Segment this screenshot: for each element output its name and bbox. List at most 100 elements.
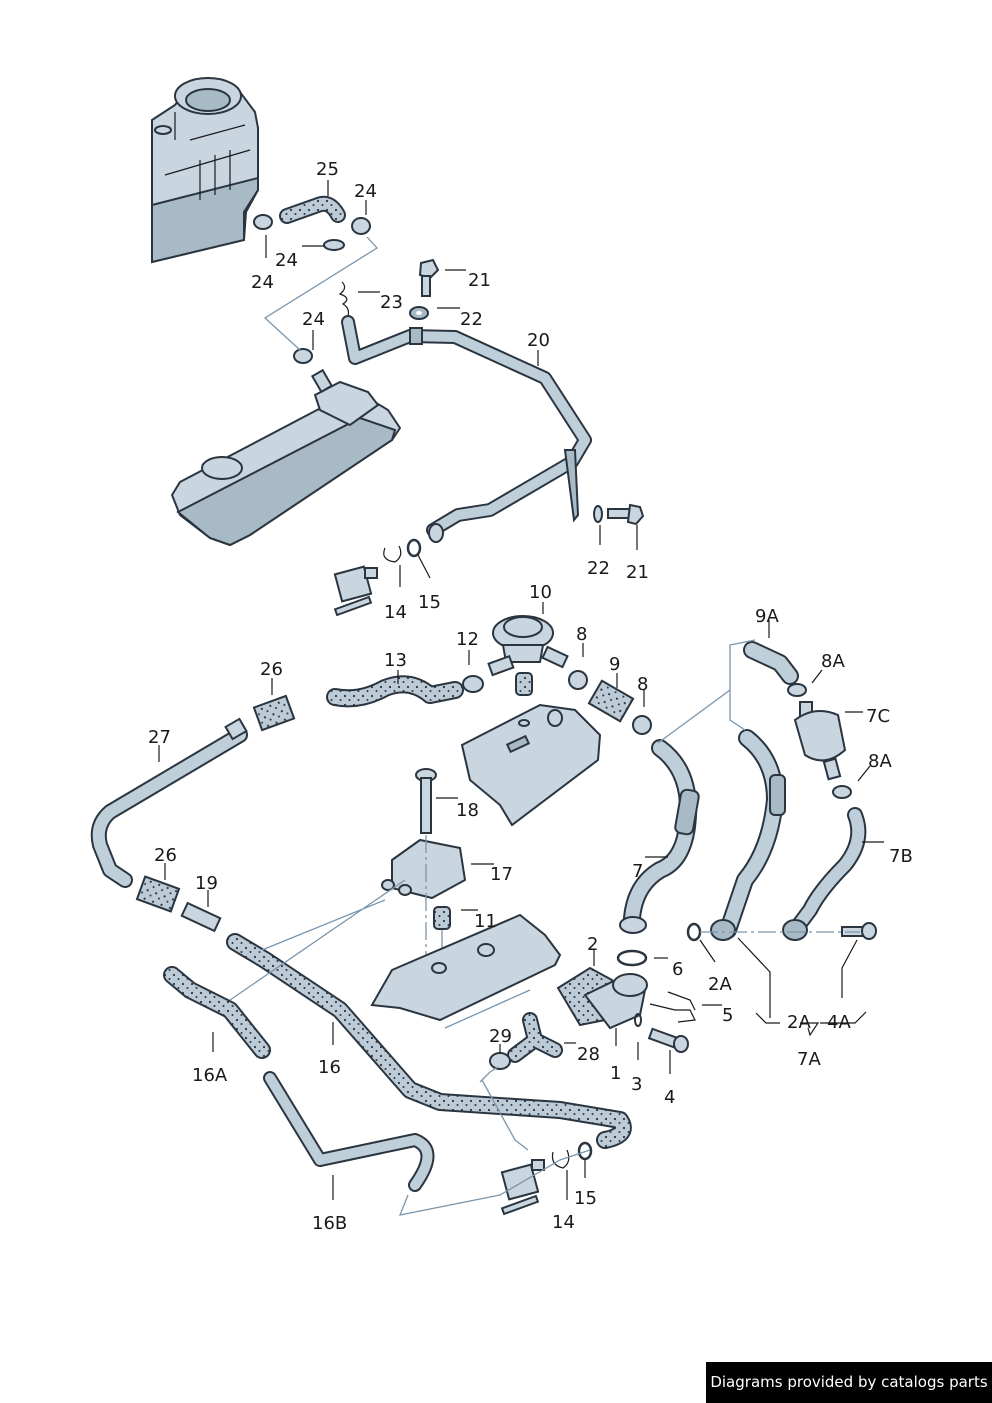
hose-25: [279, 195, 346, 224]
valve-connector-lower: [500, 1159, 545, 1216]
label-9: 9: [609, 654, 620, 675]
callout-labels: 25 24 24 24 24 21 22 23 20 22 21 14 15 1…: [148, 159, 913, 1234]
o-ring-15-lower: [577, 1141, 593, 1161]
connector-19: [180, 901, 222, 933]
label-20: 20: [527, 330, 550, 351]
label-14: 14: [552, 1212, 575, 1233]
cable-tie-23: [338, 281, 350, 317]
hose-elbow-9A: [743, 641, 799, 685]
label-24: 24: [251, 272, 274, 293]
label-16: 16: [318, 1057, 341, 1078]
elbow-1: [583, 973, 648, 1030]
label-22: 22: [587, 558, 610, 579]
label-17: 17: [490, 864, 513, 885]
label-8: 8: [576, 624, 587, 645]
bolt-4A: [841, 922, 877, 940]
label-28: 28: [577, 1044, 600, 1065]
hose-sleeve-26: [135, 694, 296, 913]
leader-lines: [158, 180, 884, 1200]
pipe-end-20: [428, 523, 444, 543]
bolt-4: [647, 1027, 689, 1053]
label-7B: 7B: [889, 846, 913, 867]
label-19: 19: [195, 873, 218, 894]
pipe-16B: [263, 1071, 435, 1192]
credit-footer: Diagrams provided by catalogs parts: [706, 1362, 992, 1403]
label-21: 21: [468, 270, 491, 291]
label-26: 26: [260, 659, 283, 680]
o-ring-6: [616, 949, 648, 967]
label-6: 6: [672, 959, 683, 980]
hose-7B: [782, 807, 867, 941]
pressure-regulating-valve-10: [487, 615, 569, 677]
hose-clip-8A: [787, 683, 852, 799]
label-24: 24: [275, 250, 298, 271]
hose-clip-8: [568, 670, 652, 735]
label-1: 1: [610, 1063, 621, 1084]
washer-22: [409, 306, 429, 320]
label-24: 24: [354, 181, 377, 202]
hose-16A: [163, 966, 271, 1059]
bolt-21: [418, 258, 440, 297]
label-15: 15: [574, 1188, 597, 1209]
label-16A: 16A: [192, 1065, 228, 1086]
plug-upper: [515, 672, 533, 696]
label-4: 4: [664, 1087, 675, 1108]
label-10: 10: [529, 582, 552, 603]
label-14: 14: [384, 602, 407, 623]
valve-connector-upper: [333, 565, 378, 617]
label-26: 26: [154, 845, 177, 866]
breather-pipe-7: [619, 739, 700, 934]
valve-17: [381, 838, 467, 900]
label-4A: 4A: [827, 1012, 851, 1033]
label-8A: 8A: [868, 751, 892, 772]
o-ring-15-upper: [406, 538, 422, 558]
label-13: 13: [384, 650, 407, 671]
label-12: 12: [456, 629, 479, 650]
pipe-27: [90, 717, 248, 888]
label-16B: 16B: [312, 1213, 347, 1234]
label-2: 2: [587, 934, 598, 955]
label-3: 3: [631, 1074, 642, 1095]
label-21: 21: [626, 562, 649, 583]
hose-sleeve-9: [587, 679, 635, 723]
label-24: 24: [302, 309, 325, 330]
hose-clip-29: [489, 1052, 511, 1070]
spring-washer-3: [634, 1013, 642, 1027]
label-11: 11: [474, 911, 497, 932]
valve-cover-middle-illustration: [460, 703, 602, 827]
label-23: 23: [380, 292, 403, 313]
valve-cover-lower-illustration: [370, 913, 562, 1022]
label-22: 22: [460, 309, 483, 330]
label-15: 15: [418, 592, 441, 613]
label-8A: 8A: [821, 651, 845, 672]
label-9A: 9A: [755, 606, 779, 627]
bolt-18: [415, 768, 437, 834]
bolt-21-lower: [607, 503, 645, 526]
label-5: 5: [722, 1005, 733, 1026]
label-8: 8: [637, 674, 648, 695]
hose-clip-12: [462, 675, 484, 693]
seal-ring-2A: [686, 922, 702, 942]
label-27: 27: [148, 727, 171, 748]
hose-13: [326, 675, 464, 708]
label-7: 7: [632, 861, 643, 882]
label-7C: 7C: [866, 706, 890, 727]
label-2A: 2A: [708, 974, 732, 995]
label-7A: 7A: [797, 1049, 821, 1070]
label-25: 25: [316, 159, 339, 180]
valve-cover-top-illustration: [170, 368, 402, 547]
engine-block-illustration: [151, 77, 259, 264]
filter-7C: [793, 701, 847, 781]
washer-22-lower: [593, 505, 603, 523]
label-2A: 2A: [787, 1012, 811, 1033]
pipe-7A: [710, 729, 786, 941]
label-18: 18: [456, 800, 479, 821]
plug-11: [433, 906, 451, 930]
retaining-clip-5: [649, 991, 696, 1023]
retaining-clip-14-lower: [551, 1149, 570, 1169]
hose-clip-24: [253, 214, 371, 364]
breather-pipe-20: [341, 315, 592, 537]
retaining-clip-14-upper: [383, 545, 402, 563]
label-29: 29: [489, 1026, 512, 1047]
